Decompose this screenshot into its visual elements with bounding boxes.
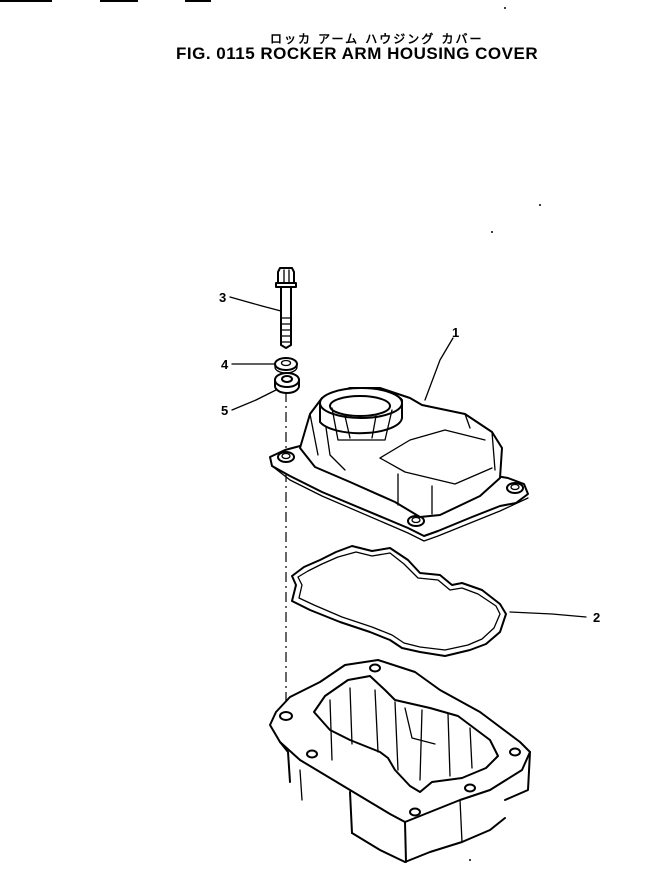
leader-line-bolt [229,296,282,312]
scan-speck [469,859,471,861]
scan-speck [504,7,506,9]
scan-speck [539,204,541,206]
callout-4: 4 [221,357,229,372]
gasket-part [291,545,507,657]
bolt-part [275,267,297,349]
leader-line-spacer [231,389,277,411]
figure-title-japanese: ロッカ アーム ハウジング カバー [270,32,484,46]
scan-speck [491,231,493,233]
washer-part [274,357,298,374]
header-rule [0,0,52,2]
callout-5: 5 [221,403,228,418]
cylinder-head-part [269,659,531,863]
callout-2: 2 [593,610,600,625]
leader-line-cover [424,337,454,401]
header-rule [100,0,138,2]
callout-1: 1 [452,325,459,340]
housing-cover-part [269,387,529,542]
callout-3: 3 [219,290,226,305]
header-rule [185,0,211,2]
figure-title: FIG. 0115 ROCKER ARM HOUSING COVER [176,44,539,63]
spacer-part [274,372,300,394]
leader-line-gasket [509,611,587,618]
